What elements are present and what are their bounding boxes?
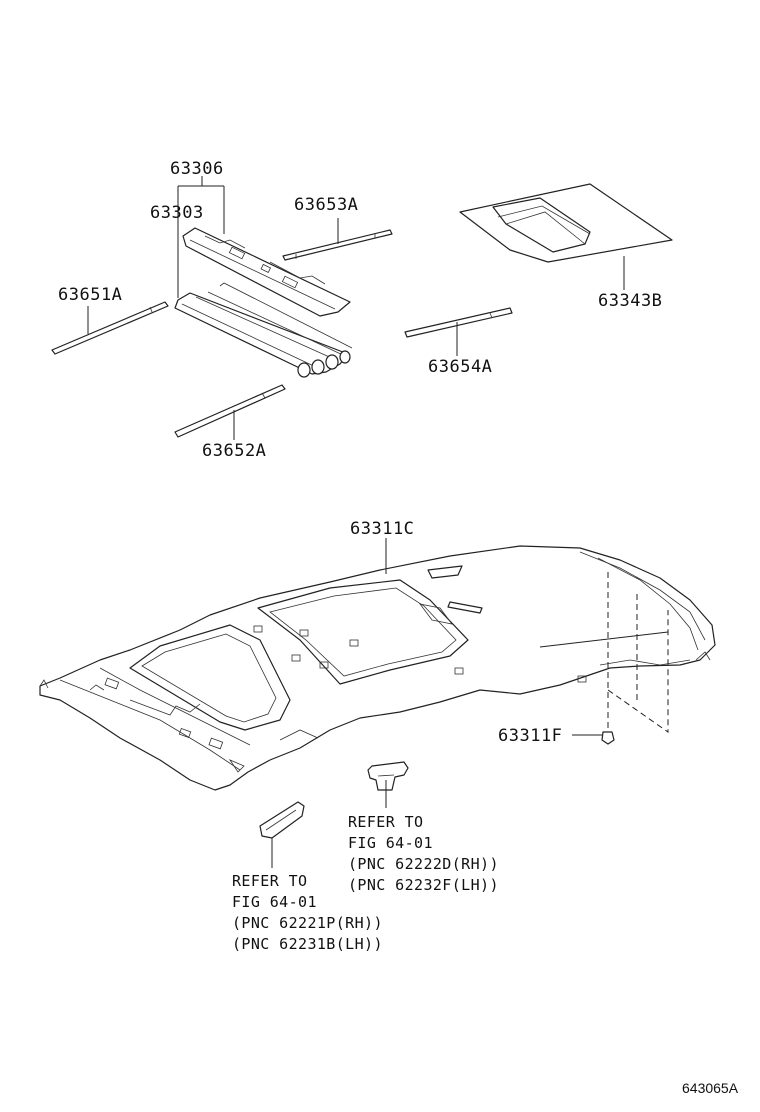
sunshade-panel (182, 227, 351, 317)
note-right-line-3: (PNC 62222D(RH)) (348, 855, 499, 873)
label-63343B: 63343B (598, 291, 662, 311)
visor-bracket-left (259, 801, 305, 839)
note-left-line-2: FIG 64-01 (232, 893, 317, 911)
label-63653A: 63653A (294, 195, 358, 215)
label-63652A: 63652A (202, 441, 266, 461)
label-63654A: 63654A (428, 357, 492, 377)
label-63306: 63306 (170, 159, 224, 179)
visor-bracket-right (367, 761, 409, 791)
note-right-line-4: (PNC 62232F(LH)) (348, 876, 499, 894)
label-63311C: 63311C (350, 519, 414, 539)
label-63651A: 63651A (58, 285, 122, 305)
sunshade-roller (174, 282, 353, 378)
roof-pad (459, 183, 673, 263)
label-63311F: 63311F (498, 726, 562, 746)
label-63303: 63303 (150, 203, 204, 223)
note-right-line-1: REFER TO (348, 813, 423, 831)
trim-strip-63654A (404, 307, 513, 338)
trim-strip-63651A (51, 301, 169, 355)
note-left: REFER TO FIG 64-01 (PNC 62221P(RH)) (PNC… (232, 872, 383, 953)
note-left-line-4: (PNC 62231B(LH)) (232, 935, 383, 953)
clip-63311F (601, 572, 669, 745)
headliner (39, 545, 716, 791)
note-left-line-3: (PNC 62221P(RH)) (232, 914, 383, 932)
note-right: REFER TO FIG 64-01 (PNC 62222D(RH)) (PNC… (348, 813, 499, 894)
trim-strip-63652A (174, 384, 286, 438)
note-left-line-1: REFER TO (232, 872, 307, 890)
figure-reference: 643065A (682, 1080, 739, 1096)
leader-lines (87, 176, 669, 868)
trim-strip-63653A (282, 229, 393, 261)
note-right-line-2: FIG 64-01 (348, 834, 433, 852)
